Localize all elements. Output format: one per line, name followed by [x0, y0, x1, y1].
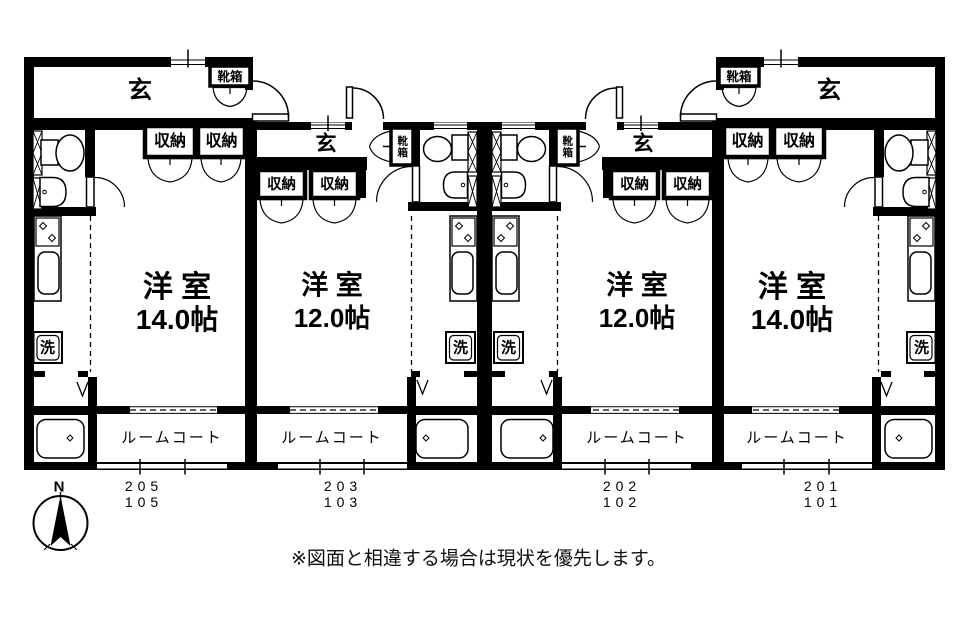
room-label-202: 洋 室: [606, 270, 668, 301]
storage-label: 収納: [673, 176, 702, 193]
room-label-201: 洋 室: [757, 271, 827, 304]
laundry-label: 洗: [913, 339, 930, 356]
storage-label: 収納: [620, 176, 649, 193]
storage-label: 収納: [320, 176, 349, 193]
storage-label: 収納: [731, 132, 764, 150]
room-court-label: ルームコート: [746, 429, 848, 446]
unit-202-102-geometry: [485, 87, 723, 475]
room-size-205: 14.0帖: [135, 304, 219, 335]
unit-number-upper-205: 205: [124, 478, 164, 494]
unit-number-lower-101: 101: [803, 494, 843, 510]
room-size-201: 14.0帖: [750, 304, 834, 335]
entrance-label-201: 玄: [817, 77, 841, 104]
storage-label: 収納: [205, 132, 238, 150]
storage-label: 収納: [153, 132, 187, 150]
unit-number-lower-102: 102: [602, 494, 642, 510]
shoebox-label-201: 靴箱: [726, 69, 752, 84]
storage-label: 収納: [267, 176, 296, 193]
compass-north-label: N: [53, 478, 65, 496]
laundry-label: 洗: [452, 339, 469, 356]
unit-number-upper-201: 201: [803, 478, 843, 494]
room-court-label: ルームコート: [121, 429, 223, 446]
room-court-label: ルームコート: [586, 429, 688, 446]
storage-label: 収納: [782, 132, 816, 150]
room-label-205: 洋 室: [142, 271, 212, 304]
laundry-label: 洗: [500, 339, 517, 356]
disclaimer-text: ※図面と相違する場合は現状を優先します。: [291, 548, 667, 570]
laundry-label: 洗: [39, 339, 56, 356]
shoebox-label-202: 靴箱: [561, 135, 574, 158]
compass: [32, 492, 89, 551]
room-size-202: 12.0帖: [598, 302, 676, 333]
room-label-203: 洋 室: [301, 270, 363, 301]
entrance-label-202: 玄: [632, 132, 654, 156]
unit-number-upper-202: 202: [602, 478, 642, 494]
compass-needle-icon: [50, 495, 71, 546]
room-size-203: 12.0帖: [293, 302, 371, 333]
unit-205-105-geometry: [24, 50, 289, 475]
mirrored-half: [485, 50, 946, 475]
shoebox-label-203: 靴箱: [396, 135, 409, 158]
room-court-label: ルームコート: [281, 429, 383, 446]
unit-number-upper-203: 203: [323, 478, 363, 494]
entrance-label-205: 玄: [128, 77, 152, 104]
unit-203-103-geometry: [247, 87, 485, 475]
unit-number-lower-105: 105: [124, 494, 164, 510]
shoebox-label-205: 靴箱: [217, 69, 243, 84]
unit-number-lower-103: 103: [323, 494, 363, 510]
entrance-label-203: 玄: [315, 132, 337, 156]
unit-201-101-geometry: [681, 50, 946, 475]
